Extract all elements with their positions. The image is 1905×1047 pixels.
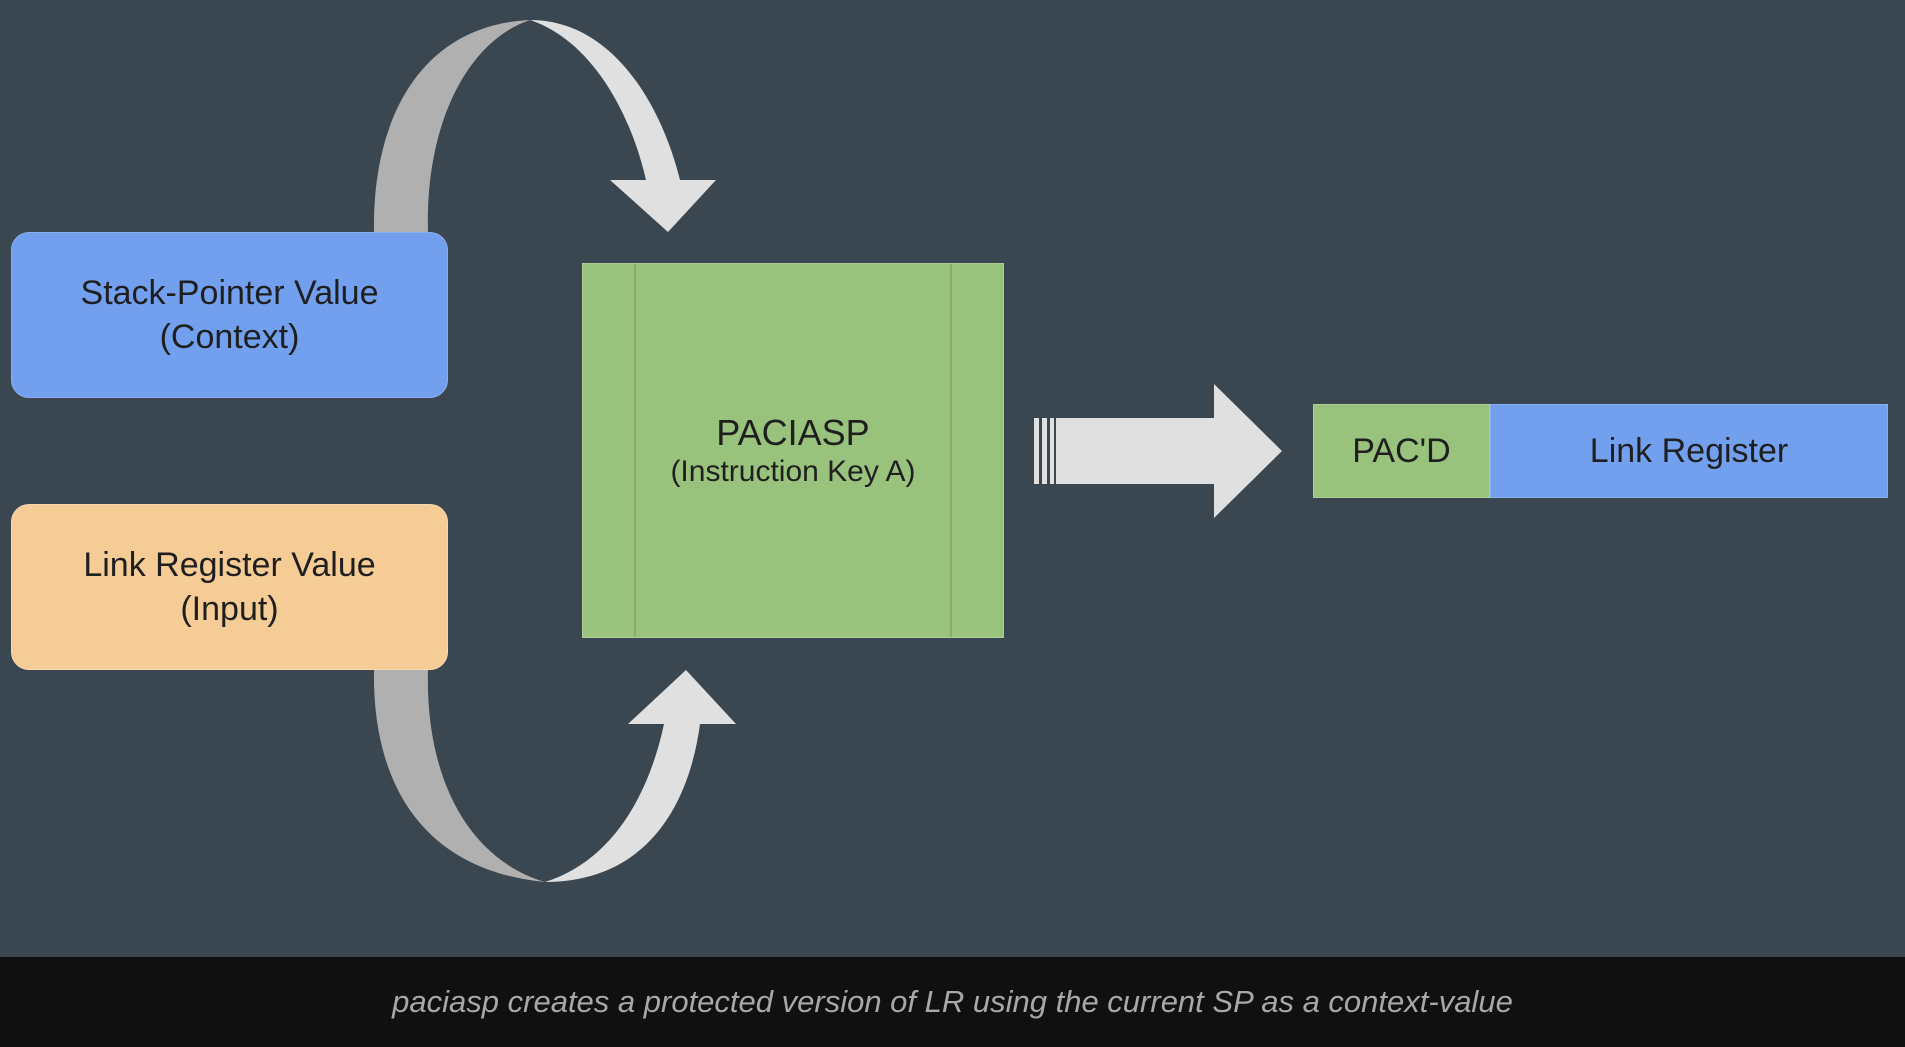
top-curved-arrow	[373, 20, 716, 232]
process-subtitle: (Instruction Key A)	[670, 455, 916, 488]
paciasp-process-box: PACIASP (Instruction Key A)	[582, 263, 1004, 638]
stack-pointer-box: Stack-Pointer Value (Context)	[11, 232, 448, 398]
output-arrow	[1034, 384, 1282, 518]
stack-pointer-sublabel: (Context)	[159, 318, 300, 356]
stack-pointer-label: Stack-Pointer Value	[80, 274, 379, 312]
arrows-layer	[373, 20, 1282, 882]
process-right-divider	[950, 264, 952, 637]
link-register-sublabel: (Input)	[180, 590, 279, 628]
link-register-box: Link Register Value (Input)	[11, 504, 448, 670]
process-title: PACIASP	[716, 412, 870, 453]
diagram-canvas: Stack-Pointer Value (Context) Link Regis…	[0, 0, 1905, 957]
figure-caption: paciasp creates a protected version of L…	[392, 984, 1513, 1019]
link-register-output-segment: Link Register	[1490, 404, 1888, 498]
link-register-label: Link Register Value	[83, 546, 376, 584]
bottom-curved-arrow	[373, 670, 736, 882]
process-left-divider	[634, 264, 636, 637]
pac-output-segment: PAC'D	[1313, 404, 1490, 498]
